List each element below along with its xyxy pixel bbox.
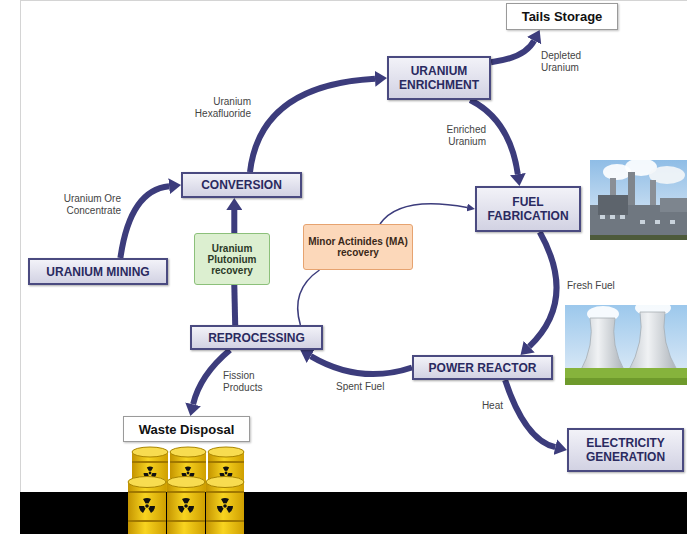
flow-arrow — [491, 41, 534, 63]
disposal-box: Waste Disposal — [123, 416, 250, 442]
storage-box: Tails Storage — [506, 3, 618, 30]
flow-arrow — [250, 79, 375, 172]
flow-arrow — [231, 210, 237, 233]
node-text: Minor Actinides (MA) recovery — [308, 236, 408, 258]
node-text: URANIUM MINING — [46, 265, 149, 279]
node-text: CONVERSION — [201, 178, 282, 192]
flow-arrow — [120, 186, 169, 258]
process-box: CONVERSION — [181, 172, 302, 198]
flow-label: Fission Products — [222, 370, 282, 394]
process-box: POWER REACTOR — [412, 355, 553, 380]
node-text: FUEL FABRICATION — [483, 195, 573, 223]
node-text: Uranium Plutonium recovery — [199, 243, 265, 276]
node-text: POWER REACTOR — [429, 361, 537, 375]
flow-arrow — [231, 285, 238, 325]
waste-drums — [128, 447, 244, 534]
process-box: REPROCESSING — [190, 325, 323, 350]
factory-photo — [590, 158, 687, 240]
process-box: URANIUM MINING — [28, 258, 168, 285]
flow-label: Uranium Ore Concentrate — [60, 193, 122, 217]
node-text: REPROCESSING — [208, 331, 305, 345]
flow-arrow — [529, 232, 556, 347]
flow-label: Heat — [476, 400, 504, 412]
cooling-towers-photo — [565, 300, 687, 385]
flow-label: Uranium Hexafluoride — [188, 96, 252, 120]
process-box: ELECTRICITY GENERATION — [567, 428, 684, 472]
flow-label: Enriched Uranium — [433, 124, 487, 148]
node-text: URANIUM ENRICHMENT — [395, 64, 483, 92]
flow-label: Spent Fuel — [335, 381, 395, 393]
flow-label: Fresh Fuel — [566, 280, 626, 292]
flow-arrow — [505, 380, 555, 447]
flow-label: Depleted Uranium — [540, 50, 596, 74]
flow-arrow — [311, 356, 412, 374]
recovery-box: Uranium Plutonium recovery — [194, 233, 270, 285]
recycle-line — [298, 270, 320, 325]
frame-line — [20, 0, 687, 1]
recycle-line — [380, 204, 467, 224]
process-box: FUEL FABRICATION — [475, 186, 581, 232]
frame-line — [20, 0, 21, 492]
node-text: Tails Storage — [522, 9, 603, 24]
node-text: ELECTRICITY GENERATION — [575, 436, 676, 464]
node-text: Waste Disposal — [139, 422, 235, 437]
process-box: URANIUM ENRICHMENT — [387, 56, 491, 100]
recovery-box: Minor Actinides (MA) recovery — [303, 224, 413, 270]
footer-bar — [20, 492, 687, 534]
